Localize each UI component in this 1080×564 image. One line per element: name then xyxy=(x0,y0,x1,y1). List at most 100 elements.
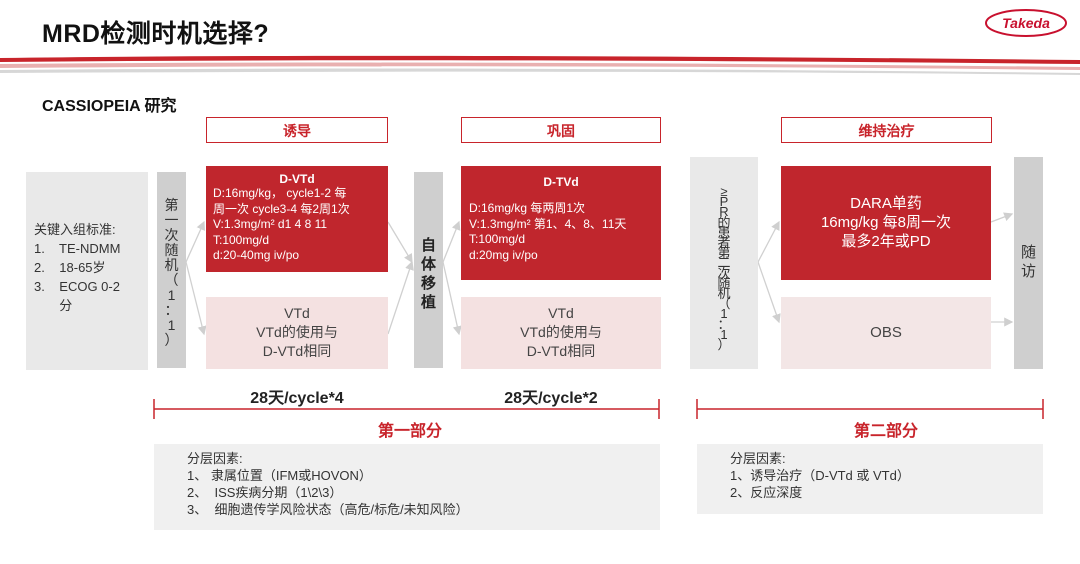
arrow-rand2-to-obs xyxy=(757,261,781,324)
strat1-item: 2、 ISS疾病分期（1\2\3） xyxy=(187,485,343,500)
induction-vtd-box: VTd VTd的使用与 D-VTd相同 xyxy=(206,297,388,369)
rand2-char: 1 xyxy=(720,306,728,322)
dvtd-line: D:16mg/kg， cycle1-2 每 xyxy=(213,186,347,200)
strat1-heading: 分层因素: xyxy=(187,451,243,466)
dara-line: DARA单药 xyxy=(850,195,922,212)
transplant-char: 植 xyxy=(420,294,436,311)
rand2-char: 1 xyxy=(720,326,728,342)
rand2-char: 者 xyxy=(717,235,731,251)
strat1-item: 3、 细胞遗传学风险状态（高危/标危/未知风险） xyxy=(187,502,469,517)
autologous-transplant-bar: 自 体 移 植 xyxy=(414,172,443,368)
logo-ellipse-icon xyxy=(985,9,1067,37)
vtd-line: D-VTd相同 xyxy=(262,343,332,359)
brand-name: Takeda xyxy=(1002,15,1050,31)
rand1-char: 随 xyxy=(164,242,179,258)
induction-cycle-label: 28天/cycle*4 xyxy=(250,390,344,407)
dtvd-title: D-TVd xyxy=(543,175,579,189)
dtvd-line: D:16mg/kg 每两周1次 xyxy=(469,201,586,215)
dvtd-line: d:20-40mg iv/po xyxy=(213,248,300,262)
consolidation-vtd-box: VTd VTd的使用与 D-VTd相同 xyxy=(461,297,661,369)
dvtd-line: V:1.3mg/m² d1 4 8 11 xyxy=(213,217,328,231)
first-randomization-bar: 第 一 次 随 机 （ 1 ： 1 ） xyxy=(157,172,186,368)
strat2-heading: 分层因素: xyxy=(730,451,786,466)
criteria-item: 1. TE-NDMM xyxy=(34,241,121,256)
vtd-line: VTd xyxy=(284,305,310,321)
dara-line: 16mg/kg 每8周一次 xyxy=(820,214,952,231)
second-randomization-bar: ≥ P R 的 患 者 第 二 次 随 机 （ 1 ： 1 ） xyxy=(690,157,758,369)
rand2-char: R xyxy=(719,204,729,220)
rand1-char: ： xyxy=(164,302,179,318)
criteria-item: 2. 18-65岁 xyxy=(34,260,106,275)
rand2-char: 的 xyxy=(717,214,731,230)
strat2-item: 2、反应深度 xyxy=(730,485,803,500)
dtvd-line: V:1.3mg/m² 第1、4、8、11天 xyxy=(469,216,627,231)
dvtd-line: T:100mg/d xyxy=(213,232,270,247)
vtd-line: VTd的使用与 xyxy=(520,324,602,340)
takeda-logo: Takeda xyxy=(984,8,1068,38)
follow-up-bar: 随 访 xyxy=(1014,157,1043,369)
arrow-transplant-to-dtvd xyxy=(442,220,461,263)
criteria-item: 分 xyxy=(34,298,73,313)
rand2-char: 患 xyxy=(717,224,731,240)
dtvd-line: T:100mg/d xyxy=(469,232,526,246)
phase-consolidation-label: 巩固 xyxy=(461,117,661,143)
vtd-line: VTd xyxy=(548,305,574,321)
page-title: MRD检测时机选择? xyxy=(42,20,270,48)
rand2-char: 第 xyxy=(717,245,731,261)
transplant-char: 体 xyxy=(420,256,436,273)
study-name: CASSIOPEIA 研究 xyxy=(42,98,177,115)
rand2-char: ） xyxy=(717,337,731,353)
strat1-item: 1、 隶属位置（IFM或HOVON） xyxy=(187,468,372,483)
rand1-char: 一 xyxy=(164,212,179,228)
rand1-char: 第 xyxy=(164,197,179,213)
consolidation-dtvd-box: D-TVd D:16mg/kg 每两周1次 V:1.3mg/m² 第1、4、8、… xyxy=(461,166,661,280)
vtd-line: D-VTd相同 xyxy=(526,343,596,359)
consolidation-cycle-label: 28天/cycle*2 xyxy=(504,390,598,407)
arrow-transplant-to-vtd2 xyxy=(442,261,462,336)
dvtd-line: 周一次 cycle3-4 每2周1次 xyxy=(213,201,350,216)
rand1-char: ） xyxy=(164,332,179,348)
rand2-char: ≥ xyxy=(720,184,728,199)
criteria-item: 3. ECOG 0-2 xyxy=(34,279,120,294)
arrow-rand1-to-vtd xyxy=(185,261,207,336)
induction-dvtd-box: D-VTd D:16mg/kg， cycle1-2 每 周一次 cycle3-4… xyxy=(206,166,388,272)
maintenance-obs-box: OBS xyxy=(781,297,991,369)
dara-line: 最多2年或PD xyxy=(841,233,931,250)
strat2-item: 1、诱导治疗（D-VTd 或 VTd） xyxy=(730,468,910,483)
followup-char: 访 xyxy=(1020,263,1036,280)
inclusion-criteria-box: 关键入组标准: 1. TE-NDMM 2. 18-65岁 3. ECOG 0-2… xyxy=(26,172,148,370)
phase-maintenance-label: 维持治疗 xyxy=(781,117,992,143)
transplant-char: 移 xyxy=(420,275,436,292)
rand1-char: 1 xyxy=(167,317,176,333)
arrow-rand2-to-dara xyxy=(757,220,780,263)
stratification-part2-box: 分层因素: 1、诱导治疗（D-VTd 或 VTd） 2、反应深度 xyxy=(697,444,1043,514)
rand1-char: 机 xyxy=(164,257,179,273)
rand2-char: （ xyxy=(717,296,731,312)
part2-label: 第二部分 xyxy=(853,423,918,440)
arrow-vtd-to-transplant xyxy=(387,260,414,335)
rand2-char: 次 xyxy=(717,265,731,281)
arrow-rand1-to-dvtd xyxy=(185,220,205,263)
rand2-char: P xyxy=(719,194,729,210)
rand2-char: ： xyxy=(717,316,731,332)
header-swoosh-decoration xyxy=(0,55,1080,75)
arrow-dvtd-to-transplant xyxy=(387,221,413,264)
rand1-char: 1 xyxy=(167,287,176,303)
rand2-char: 机 xyxy=(717,286,731,302)
transplant-char: 自 xyxy=(420,237,436,254)
phase-induction-label: 诱导 xyxy=(206,117,388,143)
rand2-char: 随 xyxy=(717,275,731,291)
followup-char: 随 xyxy=(1020,244,1036,261)
rand1-char: 次 xyxy=(164,227,179,243)
rand2-char: 二 xyxy=(717,255,731,271)
maintenance-dara-box: DARA单药 16mg/kg 每8周一次 最多2年或PD xyxy=(781,166,991,280)
criteria-heading: 关键入组标准: xyxy=(34,222,116,237)
arrow-dara-to-followup xyxy=(990,212,1014,223)
rand1-char: （ xyxy=(164,272,179,288)
dtvd-line: d:20mg iv/po xyxy=(469,247,538,262)
dvtd-title: D-VTd xyxy=(279,172,315,186)
stratification-part1-box: 分层因素: 1、 隶属位置（IFM或HOVON） 2、 ISS疾病分期（1\2\… xyxy=(154,444,660,530)
part1-label: 第一部分 xyxy=(377,423,442,440)
vtd-line: VTd的使用与 xyxy=(256,324,338,340)
